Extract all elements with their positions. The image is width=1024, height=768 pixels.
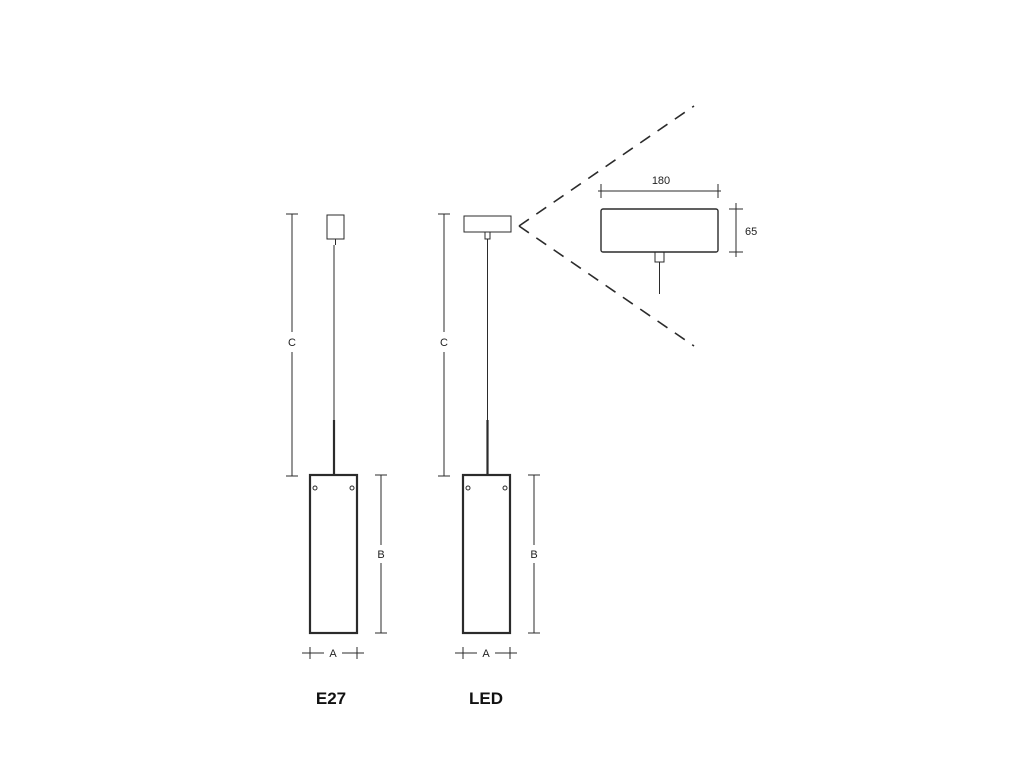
detail-width-label: 180 [652, 175, 670, 187]
detail-height-dimension: 65 [729, 203, 757, 257]
led-dim-b-label: B [530, 549, 537, 561]
e27-dimension-a: A [302, 647, 364, 660]
led-dim-c-label: C [440, 337, 448, 349]
e27-pendant: C B A E27 [286, 213, 387, 708]
led-screw-right [502, 485, 508, 491]
e27-dim-a-label: A [329, 648, 337, 660]
e27-dimension-c: C [286, 213, 298, 477]
e27-dim-b-label: B [377, 549, 384, 561]
led-canopy-connector [484, 231, 491, 240]
led-variant-label: LED [469, 689, 503, 708]
led-dimension-b: B [528, 474, 540, 634]
led-dimension-c: C [438, 213, 450, 477]
e27-dimension-b: B [375, 474, 387, 634]
e27-screw-left [312, 485, 318, 491]
e27-dim-c-label: C [288, 337, 296, 349]
detail-width-dimension: 180 [598, 175, 721, 198]
magnify-line-upper [518, 105, 695, 227]
led-lamp-body [461, 473, 512, 635]
detail-canopy [600, 208, 719, 253]
e27-variant-label: E27 [316, 689, 346, 708]
led-ceiling-canopy [463, 215, 512, 233]
e27-ceiling-cap [326, 214, 345, 240]
e27-screw-right [349, 485, 355, 491]
led-screw-left [465, 485, 471, 491]
detail-connector [654, 251, 665, 263]
canopy-detail: 180 65 [518, 105, 757, 347]
led-dimension-a: A [455, 647, 517, 660]
magnify-line-lower [518, 225, 695, 347]
led-dim-a-label: A [482, 648, 490, 660]
e27-lamp-body [308, 473, 359, 635]
detail-height-label: 65 [745, 226, 757, 238]
led-pendant: C B A LED [438, 213, 540, 708]
